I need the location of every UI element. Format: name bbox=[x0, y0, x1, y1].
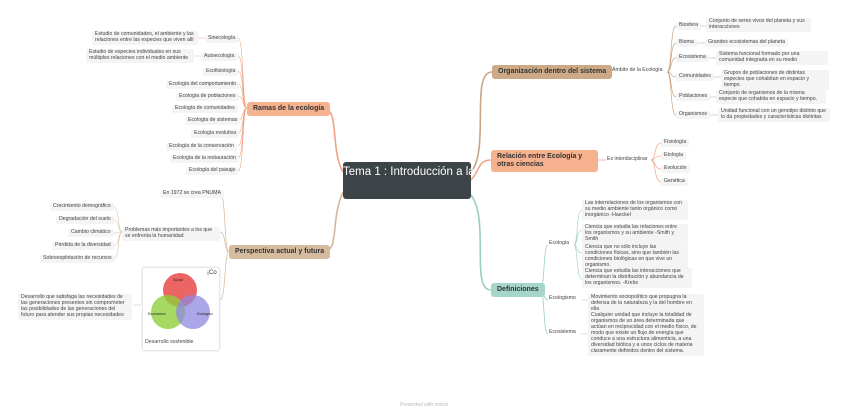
ramas-item-sistemas[interactable]: Ecología de sistemas bbox=[185, 117, 241, 125]
rel-item-evolucion[interactable]: Evolución bbox=[661, 165, 690, 173]
org-desc-poblaciones[interactable]: Conjunto de organismos de la misma espec… bbox=[716, 90, 826, 104]
rel-item-etologia[interactable]: Etología bbox=[661, 152, 687, 160]
ramas-item-evolutiva[interactable]: Ecología evolutiva bbox=[191, 130, 240, 138]
org-desc-biosfera[interactable]: Conjunto de seres vivos del planeta y su… bbox=[706, 18, 811, 32]
defs-ecologia-2[interactable]: Ciencia que estudia las relaciones entre… bbox=[582, 224, 688, 244]
ramas-item-poblaciones[interactable]: Ecología de poblaciones bbox=[176, 93, 239, 101]
persp-item-perdida[interactable]: Pérdida de la diversidad bbox=[52, 242, 114, 250]
ramas-item-comunidades[interactable]: Ecología de comunidades bbox=[172, 105, 238, 113]
ramas-item-autoecologia[interactable]: Autoecología bbox=[201, 53, 238, 61]
venn-label-social: Social bbox=[173, 278, 183, 282]
defs-ecologia-1[interactable]: Las interrelaciones de los organismos co… bbox=[582, 200, 688, 220]
ramas-item-conservacion[interactable]: Ecología de la conservación bbox=[166, 143, 237, 151]
sustainable-development-diagram[interactable]: Social Económico Ecológico ¡Co Desarroll… bbox=[142, 267, 220, 351]
defs-ecologismo-label[interactable]: Ecologismo bbox=[549, 295, 576, 301]
topic-relacion[interactable]: Relación entre Ecología y otras ciencias bbox=[491, 150, 598, 173]
ramas-item-restauracion[interactable]: Ecología de la restauración bbox=[170, 155, 239, 163]
org-item-poblaciones[interactable]: Poblaciones bbox=[676, 93, 711, 101]
rel-item-genetica[interactable]: Genética bbox=[661, 178, 688, 186]
ramas-desc-autoecologia[interactable]: Estudio de especies individuales en sus … bbox=[86, 49, 194, 63]
venn-label-ecologico: Ecológico bbox=[197, 312, 213, 316]
venn-label-economico: Económico bbox=[148, 312, 166, 316]
topic-interdisciplinar[interactable]: Es interdisciplinar bbox=[607, 156, 648, 162]
defs-ecologismo[interactable]: Movimiento sociopolítico que propugna la… bbox=[588, 294, 704, 314]
defs-ecosistema[interactable]: Cualquier unidad que incluye la totalida… bbox=[588, 312, 704, 356]
org-item-bioma[interactable]: Bioma bbox=[676, 39, 697, 47]
central-topic[interactable]: Tema 1 : Introducción a la ecología bbox=[343, 162, 521, 199]
defs-ecosistema-label[interactable]: Ecosistema bbox=[549, 329, 576, 335]
org-item-organismos[interactable]: Organismos bbox=[676, 111, 710, 119]
rel-item-fisiologia[interactable]: Fisiología bbox=[661, 139, 690, 147]
defs-ecologia-4[interactable]: Ciencia que estudia las interacciones qu… bbox=[582, 268, 692, 288]
org-desc-organismos[interactable]: Unidad funcional con un genotipo distint… bbox=[718, 108, 830, 122]
ramas-item-paisaje[interactable]: Ecología del paisaje bbox=[186, 167, 239, 175]
ramas-desc-sinecologia[interactable]: Estudio de comunidades, el ambiente y la… bbox=[92, 31, 198, 45]
ramas-item-comportamiento[interactable]: Ecología del comportamiento bbox=[166, 81, 240, 89]
org-desc-ecosistema[interactable]: Sistema funcional formado por una comuni… bbox=[716, 51, 828, 65]
ramas-item-ecofisiologia[interactable]: Ecofisiología bbox=[203, 68, 239, 76]
venn-diagram bbox=[151, 273, 210, 329]
topic-definiciones[interactable]: Definiciones bbox=[491, 283, 545, 298]
org-item-ecosistema[interactable]: Ecosistema bbox=[676, 54, 709, 62]
persp-item-degradacion[interactable]: Degradación del suelo bbox=[56, 216, 114, 224]
venn-corner-text: ¡Co bbox=[207, 270, 217, 276]
persp-pnuma[interactable]: En 1972 se crea PNUMA bbox=[160, 190, 224, 198]
defs-ecologia-label[interactable]: Ecología bbox=[549, 240, 570, 246]
persp-item-sobreexplotacion[interactable]: Sobreexplotación de recursos bbox=[40, 255, 115, 263]
org-item-biosfera[interactable]: Biosfera bbox=[676, 22, 702, 30]
venn-caption: Desarrollo sostenible bbox=[145, 339, 194, 345]
org-desc-comunidades[interactable]: Grupos de poblaciones de distintas espec… bbox=[721, 70, 829, 90]
footer-credit: Presented with xmind bbox=[400, 402, 448, 408]
venn-economico-circle bbox=[151, 295, 185, 329]
defs-ecologia-3[interactable]: Ciencia que no sólo incluye las condicio… bbox=[582, 244, 688, 270]
topic-ambito[interactable]: Ámbito de la Ecología bbox=[612, 67, 663, 73]
org-item-comunidades[interactable]: Comunidades bbox=[676, 73, 715, 81]
venn-ecologico-circle bbox=[176, 295, 210, 329]
org-desc-bioma[interactable]: Grandes ecosistemas del planeta bbox=[705, 39, 788, 47]
topic-ramas[interactable]: Ramas de la ecología bbox=[247, 102, 331, 117]
persp-item-cambio[interactable]: Cambio climático bbox=[68, 229, 114, 237]
topic-organizacion[interactable]: Organización dentro del sistema bbox=[492, 65, 613, 80]
topic-perspectiva[interactable]: Perspectiva actual y futura bbox=[229, 245, 331, 260]
persp-ds-definicion[interactable]: Desarrollo que satisfaga las necesidades… bbox=[18, 294, 132, 320]
persp-problemas[interactable]: Problemas más importantes a los que se e… bbox=[122, 227, 220, 241]
persp-item-crecimiento[interactable]: Crecimiento demográfico bbox=[50, 203, 114, 211]
ramas-item-sinecologia[interactable]: Sinecología bbox=[205, 35, 239, 43]
